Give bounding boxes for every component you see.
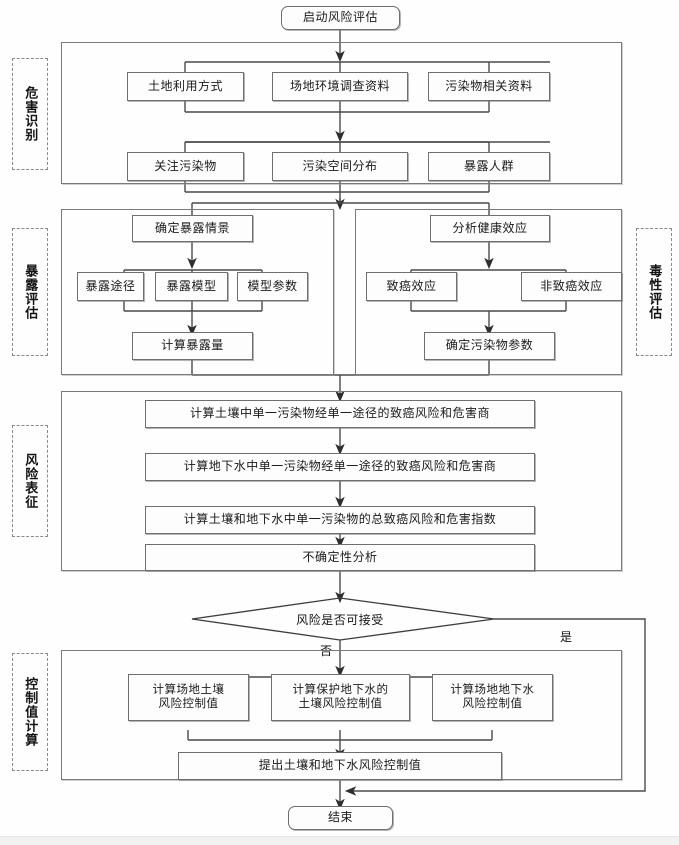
stage-label-hazard-identification: 危害识别 (12, 58, 48, 170)
node-non-carcinogenic-effect[interactable]: 非致癌效应 (521, 272, 622, 301)
node-groundwater-protection-soil-control-value[interactable]: 计算保护地下水的 土壤风险控制值 (271, 674, 410, 721)
stage-label-control-value-calculation: 控制值计算 (12, 653, 48, 771)
stage-label-text: 危害识别 (23, 86, 39, 142)
stage-label-exposure-assessment: 暴露评估 (12, 228, 48, 356)
node-exposure-pathway[interactable]: 暴露途径 (77, 272, 144, 301)
stage-label-text: 控制值计算 (23, 677, 39, 747)
stage-exposure-assessment-group (61, 209, 334, 375)
node-model-parameters[interactable]: 模型参数 (237, 272, 308, 301)
node-groundwater-single-pollutant-risk[interactable]: 计算地下水中单一污染物经单一途径的致癌风险和危害商 (145, 453, 535, 481)
node-carcinogenic-effect[interactable]: 致癌效应 (366, 272, 457, 301)
stage-label-toxicity-assessment: 毒性评估 (636, 228, 672, 356)
node-land-use[interactable]: 土地利用方式 (127, 72, 244, 101)
node-pollutants-of-concern[interactable]: 关注污染物 (127, 152, 244, 181)
end-terminal[interactable]: 结束 (288, 806, 393, 830)
decision-risk-acceptable-label[interactable]: 风险是否可接受 (296, 612, 384, 627)
stage-label-risk-characterization: 风险表征 (12, 425, 48, 537)
stage-hazard-identification-group (61, 42, 622, 184)
node-total-risk-and-hazard-index[interactable]: 计算土壤和地下水中单一污染物的总致癌风险和危害指数 (145, 506, 535, 534)
node-define-exposure-scenario[interactable]: 确定暴露情景 (132, 215, 253, 242)
decision-branch-no-label: 否 (320, 644, 333, 658)
stage-label-text: 毒性评估 (647, 264, 663, 320)
node-analyze-health-effects[interactable]: 分析健康效应 (430, 215, 550, 242)
node-exposure-model[interactable]: 暴露模型 (155, 272, 228, 301)
stage-label-text: 暴露评估 (23, 264, 39, 320)
start-terminal[interactable]: 启动风险评估 (281, 6, 400, 30)
node-site-groundwater-control-value[interactable]: 计算场地地下水 风险控制值 (432, 674, 553, 721)
node-determine-pollutant-parameters[interactable]: 确定污染物参数 (424, 332, 555, 360)
node-site-soil-control-value[interactable]: 计算场地土壤 风险控制值 (128, 674, 249, 721)
decision-branch-yes-label: 是 (560, 630, 573, 644)
node-pollution-spatial-distribution[interactable]: 污染空间分布 (272, 152, 408, 181)
node-pollutant-data[interactable]: 污染物相关资料 (428, 72, 550, 101)
node-exposed-population[interactable]: 暴露人群 (428, 152, 550, 181)
stage-label-text: 风险表征 (23, 453, 39, 509)
node-uncertainty-analysis[interactable]: 不确定性分析 (145, 544, 535, 571)
node-calculate-exposure[interactable]: 计算暴露量 (132, 332, 253, 360)
node-propose-control-values[interactable]: 提出土壤和地下水风险控制值 (178, 752, 502, 780)
node-site-survey-data[interactable]: 场地环境调查资料 (272, 72, 408, 101)
node-soil-single-pollutant-risk[interactable]: 计算土壤中单一污染物经单一途径的致癌风险和危害商 (145, 400, 535, 428)
